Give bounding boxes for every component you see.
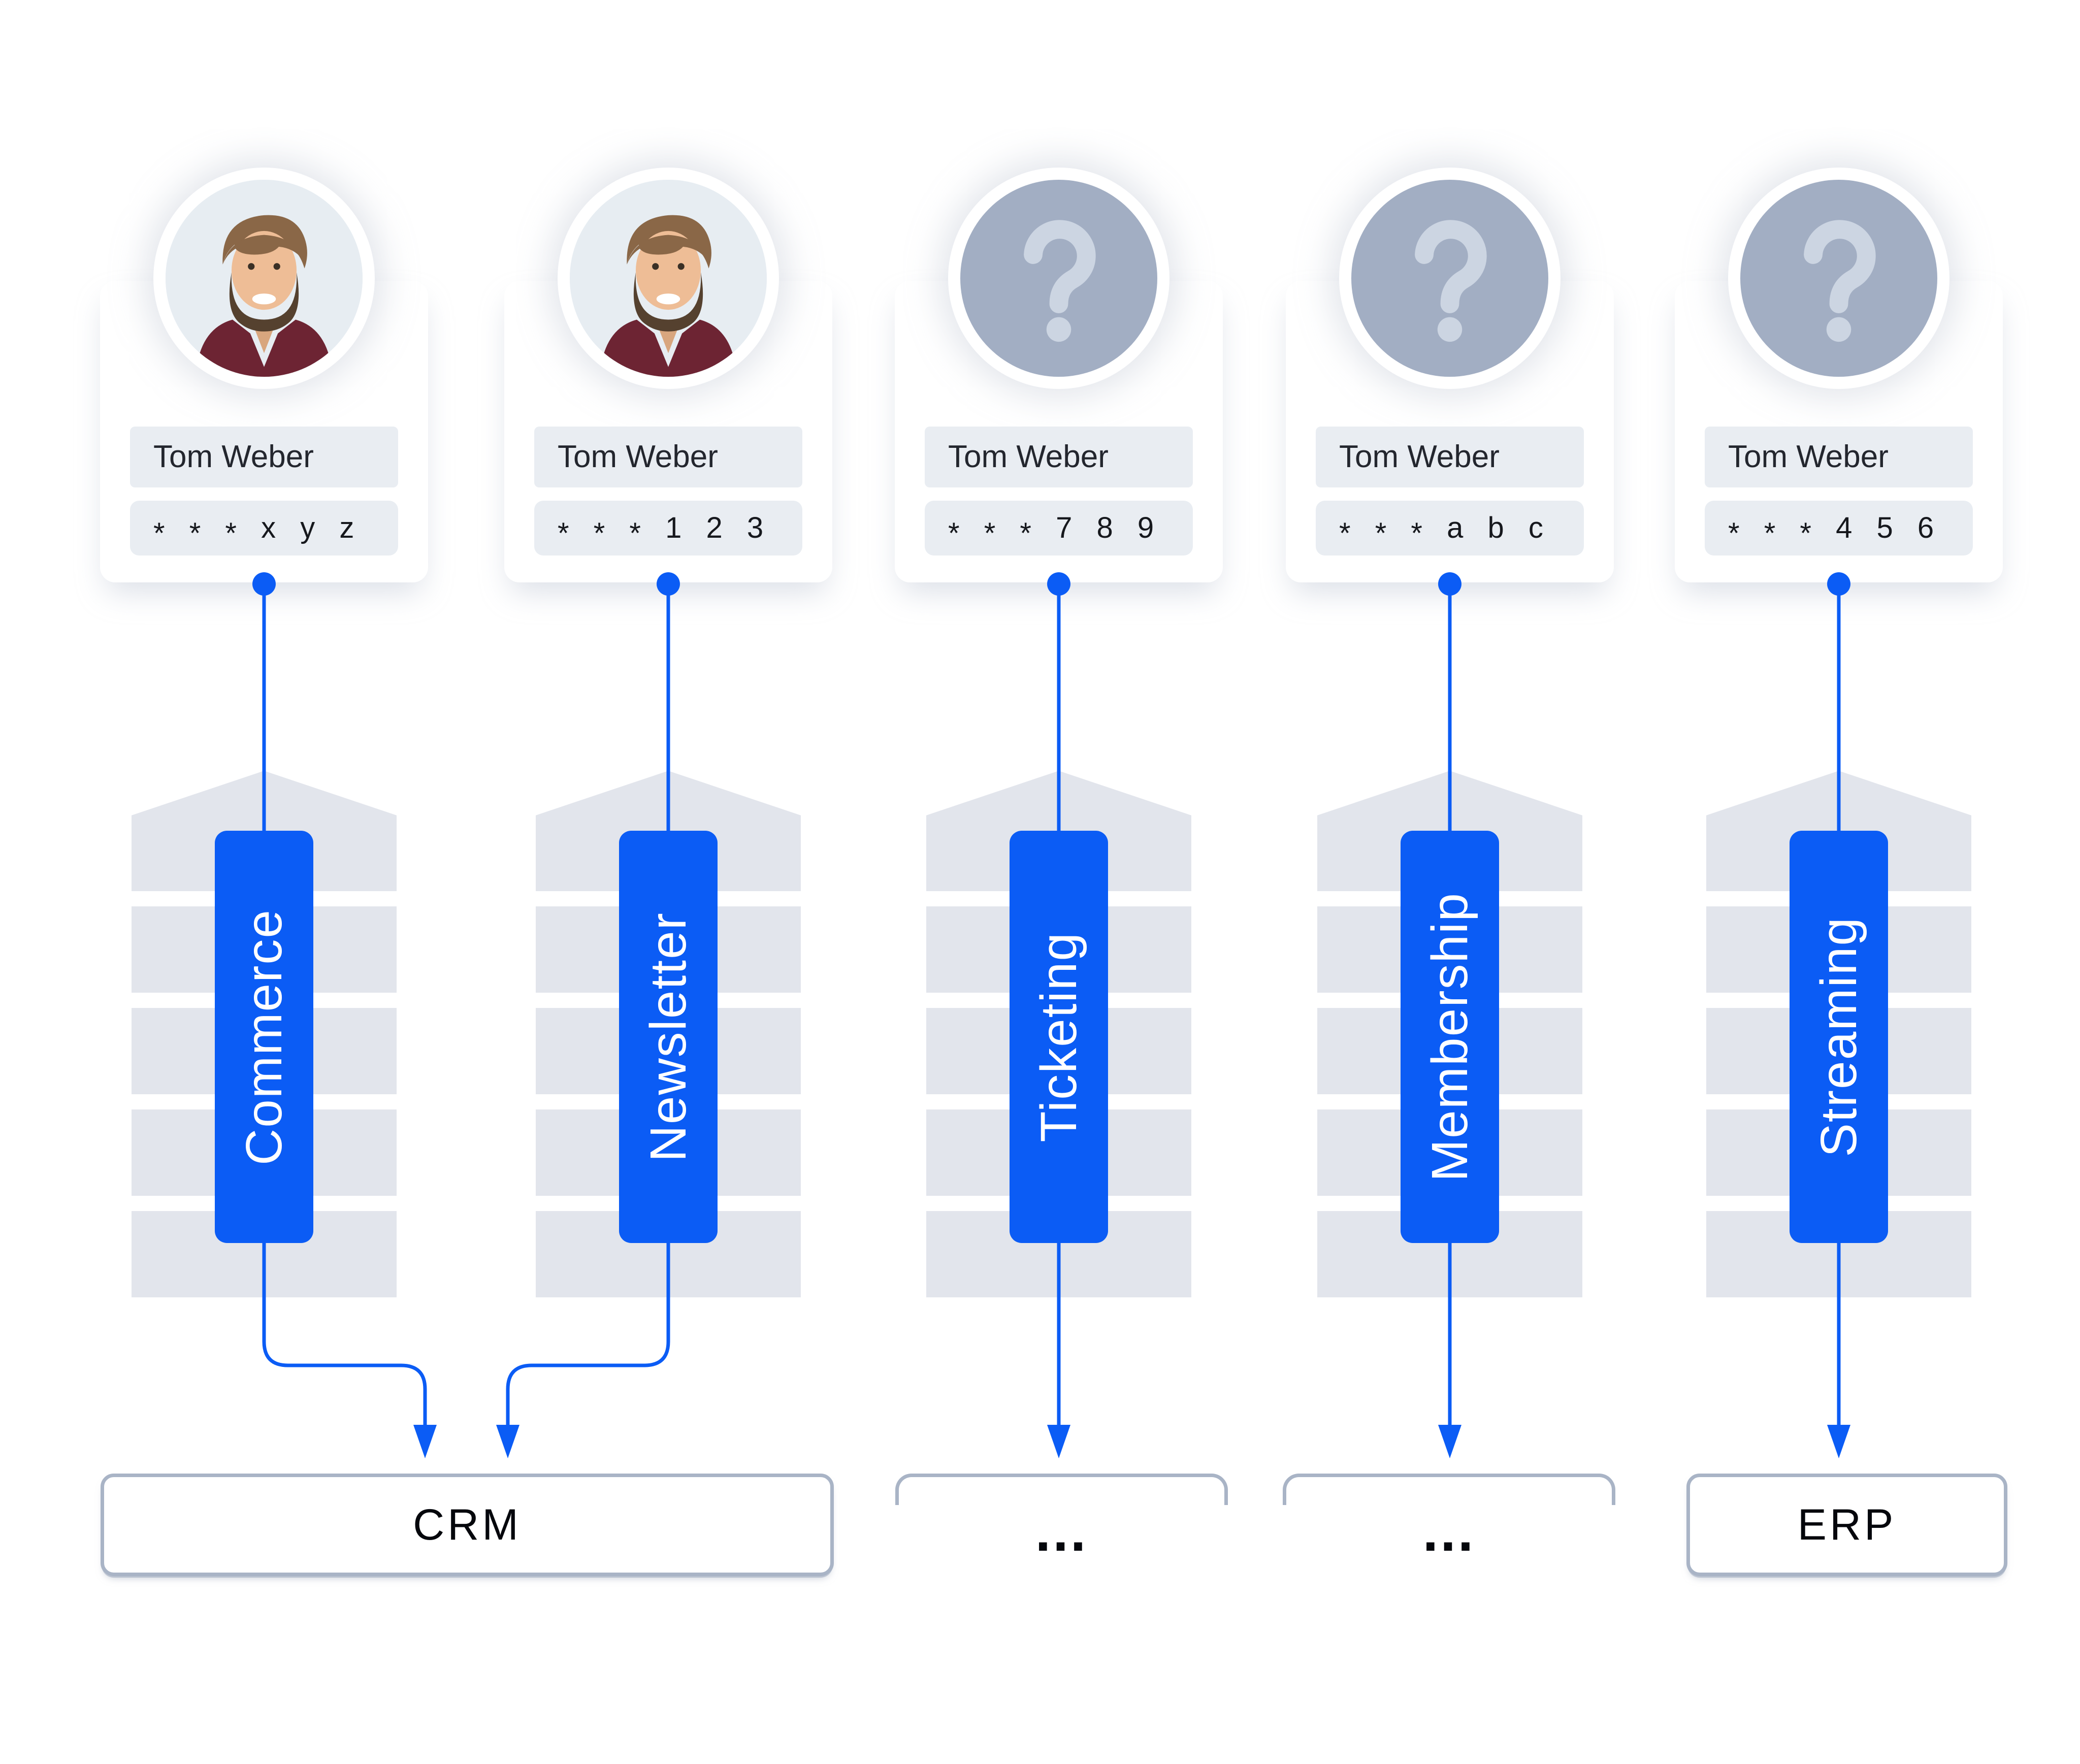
password-field: * * * 1 2 3 [534, 501, 802, 556]
user-card: Tom Weber * * * 4 5 6 [1675, 168, 2003, 582]
avatar [1339, 168, 1561, 389]
arrowhead-icon [1438, 1425, 1461, 1458]
open-box-top-border [1283, 1474, 1615, 1505]
connector-dot [657, 572, 680, 596]
connector-newsletter-to-crm [506, 584, 670, 1427]
password-field: * * * x y z [130, 501, 398, 556]
open-box-top-border [895, 1474, 1228, 1505]
arrowhead-icon [1827, 1425, 1850, 1458]
user-name: Tom Weber [153, 439, 314, 474]
password-field: * * * a b c [1316, 501, 1584, 556]
password-field: * * * 4 5 6 [1705, 501, 1973, 556]
user-card: Tom Weber * * * 7 8 9 [895, 168, 1223, 582]
user-name-field: Tom Weber [1316, 427, 1584, 487]
system-label-ticketing: Ticketing [1010, 831, 1108, 1243]
destination-box-crm: CRM [101, 1474, 834, 1576]
user-card: Tom Weber * * * 1 2 3 [504, 168, 832, 582]
avatar [558, 168, 779, 389]
arrowhead-icon [1047, 1425, 1070, 1458]
user-name: Tom Weber [1728, 439, 1889, 474]
avatar [948, 168, 1169, 389]
avatar [1728, 168, 1949, 389]
user-card: Tom Weber * * * x y z [100, 168, 428, 582]
user-name: Tom Weber [558, 439, 718, 474]
system-label-commerce: Commerce [215, 831, 313, 1243]
connector-commerce-to-crm [262, 584, 427, 1427]
user-name-field: Tom Weber [130, 427, 398, 487]
connector-dot [1438, 572, 1461, 596]
arrowhead-icon [496, 1425, 519, 1458]
system-label-streaming: Streaming [1790, 831, 1888, 1243]
question-mark-icon [960, 180, 1157, 377]
user-name: Tom Weber [948, 439, 1109, 474]
user-name-field: Tom Weber [925, 427, 1193, 487]
user-name: Tom Weber [1339, 439, 1500, 474]
avatar-photo-icon [570, 180, 767, 377]
question-mark-icon [1740, 180, 1937, 377]
user-name-field: Tom Weber [534, 427, 802, 487]
destination-box-erp: ERP [1686, 1474, 2007, 1576]
avatar-photo-icon [166, 180, 363, 377]
destination-box-more-1: ... [895, 1474, 1228, 1576]
system-label-newsletter: Newsletter [619, 831, 718, 1243]
connector-dot [1827, 572, 1850, 596]
avatar [153, 168, 375, 389]
arrowhead-icon [413, 1425, 437, 1458]
destination-box-more-2: ... [1283, 1474, 1615, 1576]
user-card: Tom Weber * * * a b c [1286, 168, 1614, 582]
system-label-membership: Membership [1401, 831, 1499, 1243]
question-mark-icon [1351, 180, 1548, 377]
password-field: * * * 7 8 9 [925, 501, 1193, 556]
connector-dot [1047, 572, 1070, 596]
user-name-field: Tom Weber [1705, 427, 1973, 487]
connector-dot [252, 572, 276, 596]
